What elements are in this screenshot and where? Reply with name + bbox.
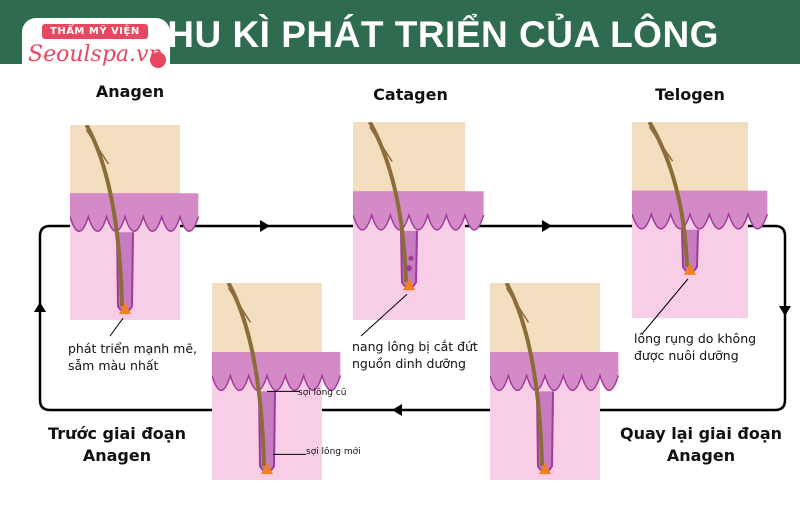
label-line: Quay lại giai đoạn xyxy=(619,424,783,443)
stage-label-pre-anagen: Trước giai đoạn Anagen xyxy=(22,423,212,467)
note-line: nguồn dinh dưỡng xyxy=(352,356,466,371)
hair-illustration-return-anagen xyxy=(490,283,620,480)
label-line: Anagen xyxy=(666,446,736,465)
note-telogen: lông rụng do không được nuôi dưỡng xyxy=(634,330,756,364)
dermal-papillae xyxy=(632,190,768,229)
dermal-papillae xyxy=(212,351,341,391)
skin-surface xyxy=(632,122,748,191)
dermal-papillae xyxy=(70,193,199,232)
note-line: lông rụng do không xyxy=(634,331,757,346)
stage-label-anagen: Anagen xyxy=(95,82,165,101)
hair-illustration-telogen xyxy=(632,122,769,335)
callout-new-hair: sợi lông mới xyxy=(306,447,361,457)
logo: THẨM MỸ VIỆN Seoulspa.vn xyxy=(22,18,170,78)
hair-shaft xyxy=(368,122,408,283)
hair-illustration-catagen xyxy=(353,122,485,337)
dermal-papillae xyxy=(490,351,619,391)
logo-name: Seoulspa.vn xyxy=(28,42,163,67)
page-title: CHU KÌ PHÁT TRIỂN CỦA LÔNG xyxy=(140,14,719,55)
hair-illustration-anagen xyxy=(70,125,200,337)
pointer-line xyxy=(109,317,124,337)
arrow-right-icon xyxy=(542,220,552,232)
note-line: được nuôi dưỡng xyxy=(634,348,739,363)
dermal-papillae xyxy=(353,191,484,230)
hair-bulb xyxy=(539,462,551,475)
note-catagen: nang lông bị cắt đứt nguồn dinh dưỡng xyxy=(352,338,478,372)
hair-bulb xyxy=(119,302,131,315)
hair-shaft xyxy=(647,122,689,267)
skin-surface xyxy=(353,122,465,192)
pointer-line xyxy=(360,293,408,337)
arrow-left-icon xyxy=(392,404,402,416)
hair-bulb xyxy=(261,462,273,475)
note-line: nang lông bị cắt đứt xyxy=(352,339,478,354)
hair-bulb xyxy=(403,278,415,291)
logo-flower-icon xyxy=(150,52,166,68)
skin-surface xyxy=(70,125,180,194)
arrow-down-icon xyxy=(779,306,791,316)
pointer-line xyxy=(641,278,689,335)
label-line: Anagen xyxy=(82,446,152,465)
hair-illustration-pre-anagen xyxy=(212,283,342,480)
stage-label-catagen: Catagen xyxy=(373,85,448,104)
stage-label-return-anagen: Quay lại giai đoạn Anagen xyxy=(602,423,800,467)
arrow-up-icon xyxy=(34,302,46,312)
skin-surface xyxy=(490,283,600,352)
logo-badge: THẨM MỸ VIỆN xyxy=(42,24,148,39)
label-line: Trước giai đoạn xyxy=(48,424,186,443)
stage-label-telogen: Telogen xyxy=(655,85,725,104)
cycle-arrows xyxy=(34,220,791,416)
note-line: sẫm màu nhất xyxy=(68,358,159,373)
note-line: phát triển mạnh mẽ, xyxy=(68,341,197,356)
callout-old-hair: sợi lông cũ xyxy=(298,388,347,398)
skin-surface xyxy=(212,283,322,352)
hair-bulb xyxy=(684,262,696,275)
note-anagen: phát triển mạnh mẽ, sẫm màu nhất xyxy=(68,340,197,374)
arrow-right-icon xyxy=(260,220,270,232)
